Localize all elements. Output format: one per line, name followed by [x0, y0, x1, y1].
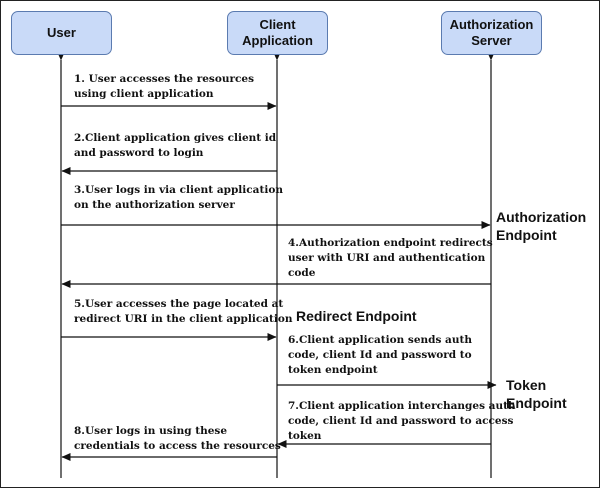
- actor-authorization-server: Authorization Server: [441, 11, 542, 55]
- message-7-label: 7.Client application interchanges auth c…: [288, 400, 516, 442]
- message-1-label: 1. User accesses the resources using cli…: [74, 73, 254, 100]
- message-6-label: 6.Client application sends auth code, cl…: [288, 334, 472, 376]
- message-2-label: 2.Client application gives client id and…: [74, 132, 277, 159]
- actor-user: User: [11, 11, 112, 55]
- message-5-label: 5.User accesses the page located at redi…: [74, 298, 293, 325]
- token-endpoint-label: Token Endpoint: [506, 377, 567, 411]
- redirect-endpoint-label: Redirect Endpoint: [296, 308, 417, 324]
- message-3-label: 3.User logs in via client application on…: [74, 184, 283, 211]
- message-4-label: 4.Authorization endpoint redirects user …: [288, 237, 493, 279]
- actor-client-application: Client Application: [227, 11, 328, 55]
- message-8-label: 8.User logs in using these credentials t…: [74, 425, 281, 452]
- authorization-endpoint-label: Authorization Endpoint: [496, 209, 587, 243]
